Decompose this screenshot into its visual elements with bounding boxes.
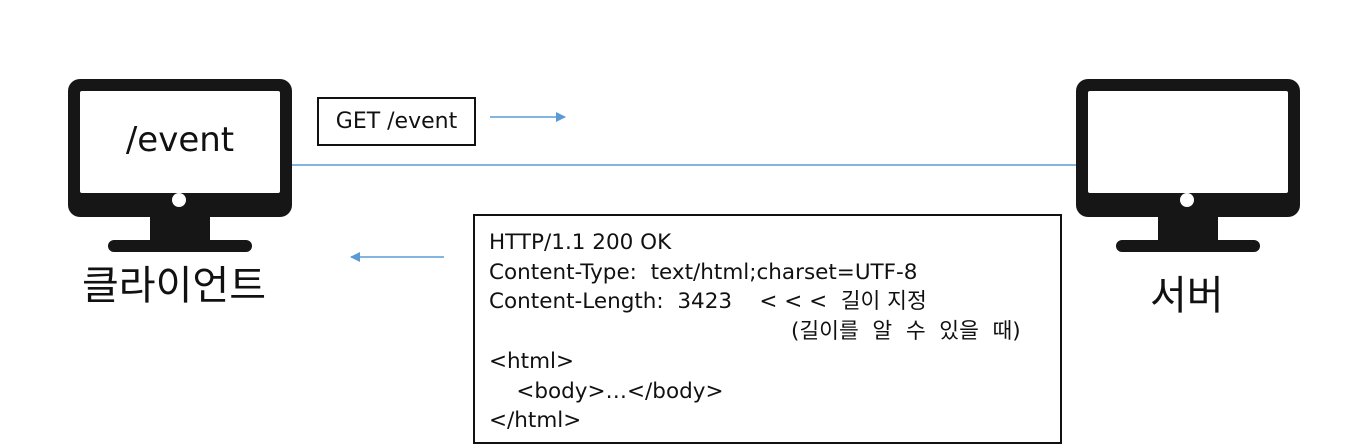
response-body-content: <body>…</body> <box>489 379 724 404</box>
server-screen <box>1088 91 1288 193</box>
server-monitor-icon <box>1076 79 1300 253</box>
client-stand-neck <box>150 217 210 241</box>
request-message-text: GET /event <box>335 108 458 134</box>
client-screen-text: /event <box>125 120 235 160</box>
server-stand-neck <box>1158 217 1218 241</box>
response-body-html-open: <html> <box>489 349 575 374</box>
response-content-type-header: Content-Type: text/html;charset=UTF-8 <box>489 260 918 285</box>
client-power-light <box>172 193 186 207</box>
request-message-box: GET /event <box>317 97 476 146</box>
client-label: 클라이언트 <box>82 263 266 309</box>
client-stand-base <box>108 240 252 252</box>
client-monitor-icon: /event <box>68 79 292 253</box>
response-content-length-header: Content-Length: 3423 < < < 길이 지정 <box>489 289 927 314</box>
response-length-note: (길이를 알 수 있을 때) <box>791 319 1021 344</box>
server-stand-base <box>1116 240 1260 252</box>
response-status-line: HTTP/1.1 200 OK <box>489 230 672 255</box>
server-label: 서버 <box>1150 273 1224 319</box>
response-message-box: HTTP/1.1 200 OK Content-Type: text/html;… <box>473 214 1062 444</box>
client-screen: /event <box>80 91 280 193</box>
response-body-html-close: </html> <box>489 408 582 433</box>
server-power-light <box>1180 193 1194 207</box>
